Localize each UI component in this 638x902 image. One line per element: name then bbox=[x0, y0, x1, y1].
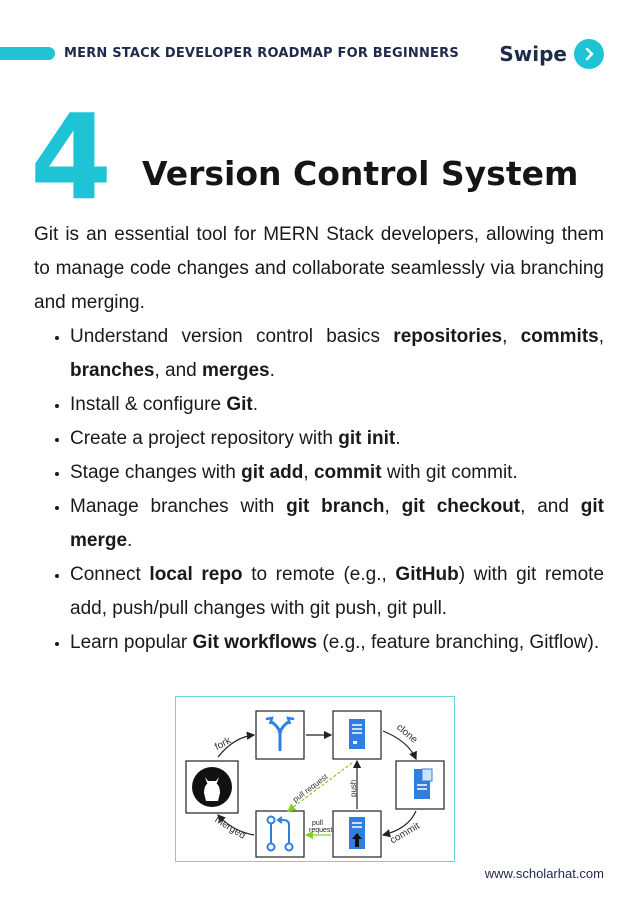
list-item: Manage branches with git branch, git che… bbox=[70, 490, 604, 558]
list-item-keyword: branches bbox=[70, 360, 155, 381]
merged-label: merged bbox=[213, 814, 248, 841]
header-accent-bar bbox=[0, 47, 55, 60]
list-item-text: Connect bbox=[70, 564, 150, 585]
topic-list: Understand version control basics reposi… bbox=[34, 320, 604, 660]
list-item-text: Understand version control basics bbox=[70, 326, 394, 347]
list-item-text: (e.g., feature branching, Gitflow). bbox=[317, 632, 600, 653]
list-item: Install & configure Git. bbox=[70, 388, 604, 422]
list-item: Stage changes with git add, commit with … bbox=[70, 456, 604, 490]
list-item-keyword: git add bbox=[241, 462, 304, 483]
page-title: Version Control System bbox=[142, 154, 579, 193]
list-item-text: . bbox=[269, 360, 275, 381]
list-item-keyword: merges bbox=[202, 360, 270, 381]
list-item-keyword: git branch bbox=[286, 496, 385, 517]
list-item-text: , bbox=[502, 326, 521, 347]
server-icon bbox=[395, 760, 445, 810]
list-item-keyword: GitHub bbox=[395, 564, 459, 585]
list-item-text: . bbox=[395, 428, 401, 449]
list-item-text: , bbox=[598, 326, 604, 347]
pull-request-label: pull request bbox=[291, 772, 330, 805]
list-item-text: , bbox=[384, 496, 402, 517]
swipe-label: Swipe bbox=[499, 42, 567, 66]
server-icon bbox=[332, 710, 382, 760]
list-item-text: Manage branches with bbox=[70, 496, 287, 517]
pull-request-small-label-1: pull bbox=[312, 820, 323, 827]
swipe-control[interactable]: Swipe bbox=[499, 39, 604, 69]
push-label: push bbox=[349, 780, 358, 797]
list-item-text: ) with git remote add, push/pull changes… bbox=[70, 564, 605, 619]
list-item-keyword: commits bbox=[520, 326, 599, 347]
list-item-text: Learn popular bbox=[70, 632, 193, 653]
list-item: Learn popular Git workflows (e.g., featu… bbox=[70, 626, 604, 660]
list-item-text: Stage changes with bbox=[70, 462, 242, 483]
list-item-text: to remote (e.g., bbox=[242, 564, 396, 585]
list-item-keyword: local repo bbox=[149, 564, 243, 585]
list-item-text: , and bbox=[520, 496, 581, 517]
list-item-keyword: git checkout bbox=[401, 496, 521, 517]
list-item-keyword: git init bbox=[338, 428, 396, 449]
intro-paragraph: Git is an essential tool for MERN Stack … bbox=[34, 224, 604, 313]
chevron-right-icon[interactable] bbox=[574, 39, 604, 69]
list-item: Connect local repo to remote (e.g., GitH… bbox=[70, 558, 604, 626]
header-title: MERN STACK DEVELOPER ROADMAP FOR BEGINNE… bbox=[64, 46, 459, 61]
list-item-text: Install & configure bbox=[70, 394, 227, 415]
pull-request-icon bbox=[255, 810, 305, 858]
clone-label: clone bbox=[394, 722, 420, 746]
fork-icon bbox=[255, 710, 305, 760]
list-item-text: Create a project repository with bbox=[70, 428, 339, 449]
list-item-text: , and bbox=[154, 360, 203, 381]
footer-url[interactable]: www.scholarhat.com bbox=[484, 866, 604, 881]
list-item: Understand version control basics reposi… bbox=[70, 320, 604, 388]
list-item-text: . bbox=[252, 394, 258, 415]
list-item-text: , bbox=[303, 462, 314, 483]
list-item-keyword: Git workflows bbox=[192, 632, 318, 653]
list-item-keyword: repositories bbox=[393, 326, 503, 347]
github-icon bbox=[185, 760, 239, 814]
content-body: Git is an essential tool for MERN Stack … bbox=[34, 218, 604, 660]
list-item-text: with git commit. bbox=[381, 462, 518, 483]
git-workflow-diagram: fork clone merged commit pull request pu… bbox=[175, 696, 455, 862]
list-item-keyword: Git bbox=[226, 394, 253, 415]
list-item-keyword: git merge bbox=[70, 496, 604, 551]
list-item-keyword: commit bbox=[313, 462, 382, 483]
server-icon bbox=[332, 810, 382, 858]
section-number: 4 bbox=[30, 88, 113, 226]
list-item-text: . bbox=[127, 530, 133, 551]
pull-request-small-label-2: request bbox=[309, 827, 332, 834]
list-item: Create a project repository with git ini… bbox=[70, 422, 604, 456]
